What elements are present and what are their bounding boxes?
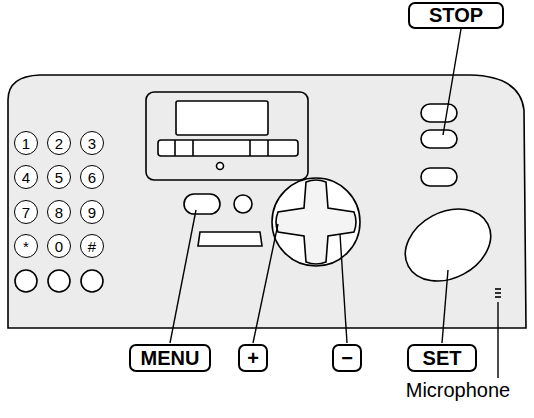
callout-text: SET [423, 347, 462, 370]
keypad-button: # [80, 234, 104, 258]
keypad-button: 3 [80, 131, 104, 155]
callout-box: − [332, 344, 362, 372]
callout-text: MENU [141, 347, 200, 370]
key-label: 6 [88, 169, 96, 186]
key-label: 5 [55, 169, 63, 186]
key-label: 2 [55, 135, 63, 152]
keypad-button: 5 [47, 165, 71, 189]
callout-text: STOP [429, 4, 483, 27]
callout-box: + [238, 344, 268, 372]
key-label: 1 [22, 135, 30, 152]
callout-box: STOP [408, 2, 504, 29]
callout-box: MENU [129, 344, 211, 372]
keypad-button: 6 [80, 165, 104, 189]
keypad-button: * [14, 234, 38, 258]
key-label: 0 [55, 238, 63, 255]
key-label: * [23, 238, 29, 255]
keypad-button: 9 [80, 200, 104, 224]
keypad-button: 4 [14, 165, 38, 189]
callout-box: SET [407, 344, 477, 372]
part-label: Microphone [406, 379, 511, 402]
keypad-button: 1 [14, 131, 38, 155]
key-label: 8 [55, 204, 63, 221]
key-label: 9 [88, 204, 96, 221]
callout-text: − [341, 347, 353, 370]
callout-text: + [247, 347, 259, 370]
keypad-button: 7 [14, 200, 38, 224]
keypad-button: 0 [47, 234, 71, 258]
key-label: 3 [88, 135, 96, 152]
key-label: # [88, 238, 96, 255]
key-label: 7 [22, 204, 30, 221]
keypad-button: 2 [47, 131, 71, 155]
keypad-button: 8 [47, 200, 71, 224]
key-label: 4 [22, 169, 30, 186]
